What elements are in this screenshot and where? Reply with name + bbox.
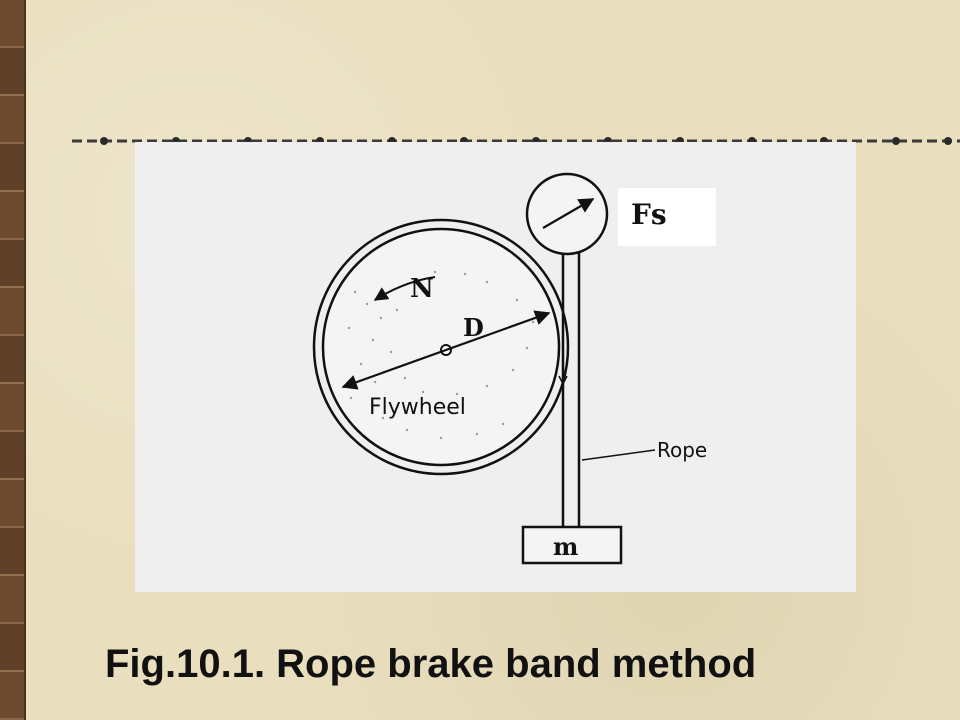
mass-label: m — [553, 532, 578, 561]
mass-block — [521, 525, 623, 565]
speed-label: N — [410, 274, 434, 304]
rope-contact-mark — [558, 375, 568, 386]
rope-wrap-circle — [312, 218, 570, 476]
rope-brake-diagram: Fs N D Flywheel Rope m — [312, 172, 716, 565]
decorative-side-strip — [0, 0, 26, 720]
diameter-arrow — [341, 310, 551, 390]
rope-leader-line — [581, 449, 656, 461]
spring-balance-needle — [542, 198, 595, 229]
flywheel-label: Flywheel — [369, 395, 466, 420]
figure-caption: Fig.10.1. Rope brake band method — [105, 642, 757, 686]
spring-balance-label-patch — [618, 188, 716, 246]
diameter-label: D — [463, 313, 484, 342]
diagram-figure: Fs N D Flywheel Rope m — [135, 142, 856, 592]
rotation-arrow — [373, 276, 436, 301]
spring-balance-label: Fs — [631, 198, 667, 231]
rope-label: Rope — [657, 438, 707, 462]
